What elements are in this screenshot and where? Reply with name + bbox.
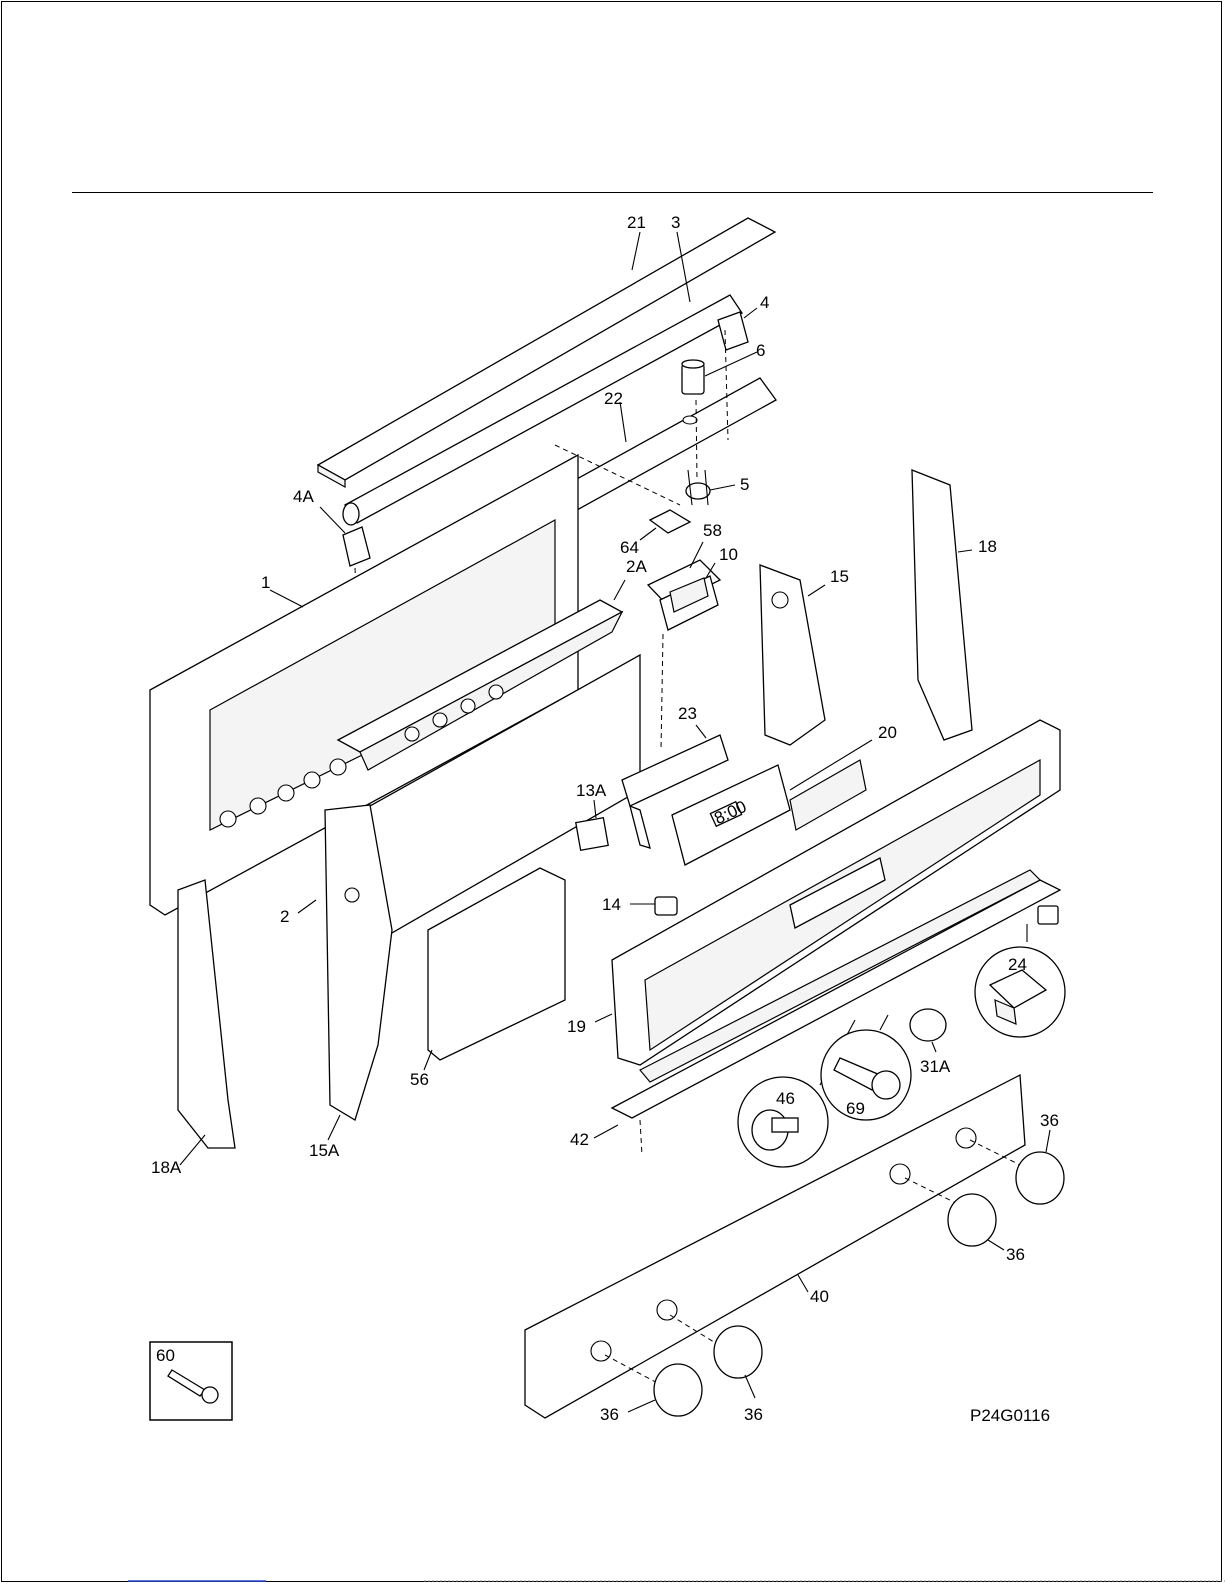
label-part-36-right: 36 xyxy=(1006,1245,1025,1264)
label-part-22: 22 xyxy=(604,389,623,408)
label-part-4A: 4A xyxy=(293,487,314,506)
label-part-4: 4 xyxy=(760,293,769,312)
part-36-knob-1 xyxy=(628,1364,702,1416)
part-15-side-bracket xyxy=(760,565,825,745)
label-part-18A: 18A xyxy=(151,1158,182,1177)
part-14-rocker xyxy=(630,897,677,915)
part-64-clip xyxy=(640,510,690,540)
label-part-15A: 15A xyxy=(309,1141,340,1160)
part-36-knob-2 xyxy=(714,1326,762,1398)
label-part-31A: 31A xyxy=(920,1057,951,1076)
label-part-56: 56 xyxy=(410,1070,429,1089)
label-part-14: 14 xyxy=(602,895,621,914)
label-part-19: 19 xyxy=(567,1017,586,1036)
label-part-64: 64 xyxy=(620,538,639,557)
diagram-code: P24G0116 xyxy=(970,1406,1050,1425)
label-part-23: 23 xyxy=(678,704,697,723)
label-part-42: 42 xyxy=(570,1130,589,1149)
label-part-2: 2 xyxy=(280,907,289,926)
part-18A-end-bracket xyxy=(178,880,235,1165)
label-part-18: 18 xyxy=(978,537,997,556)
label-part-40: 40 xyxy=(810,1287,829,1306)
label-part-10: 10 xyxy=(719,545,738,564)
label-part-36-lower-middle: 36 xyxy=(744,1405,763,1424)
label-part-21: 21 xyxy=(627,213,646,232)
label-part-60: 60 xyxy=(156,1346,175,1365)
label-part-20: 20 xyxy=(878,723,897,742)
label-part-1: 1 xyxy=(261,573,270,592)
label-part-6: 6 xyxy=(756,341,765,360)
part-31A-knob xyxy=(910,1009,946,1052)
label-part-24: 24 xyxy=(1008,955,1027,974)
label-part-5: 5 xyxy=(740,475,749,494)
part-36-knob-3 xyxy=(948,1194,1004,1250)
label-part-13A: 13A xyxy=(576,781,607,800)
bottom-edge-strip xyxy=(0,1579,1225,1585)
label-part-15: 15 xyxy=(830,567,849,586)
label-part-69: 69 xyxy=(846,1099,865,1118)
label-part-2A: 2A xyxy=(626,557,647,576)
label-part-46: 46 xyxy=(776,1089,795,1108)
label-part-3: 3 xyxy=(671,213,680,232)
part-21-top-trim xyxy=(318,218,775,487)
part-69-screw-detail xyxy=(821,1015,911,1120)
label-part-58: 58 xyxy=(703,521,722,540)
part-18-end-bracket xyxy=(912,470,972,740)
label-part-36-upper-right: 36 xyxy=(1040,1111,1059,1130)
label-part-36-lower-left: 36 xyxy=(600,1405,619,1424)
